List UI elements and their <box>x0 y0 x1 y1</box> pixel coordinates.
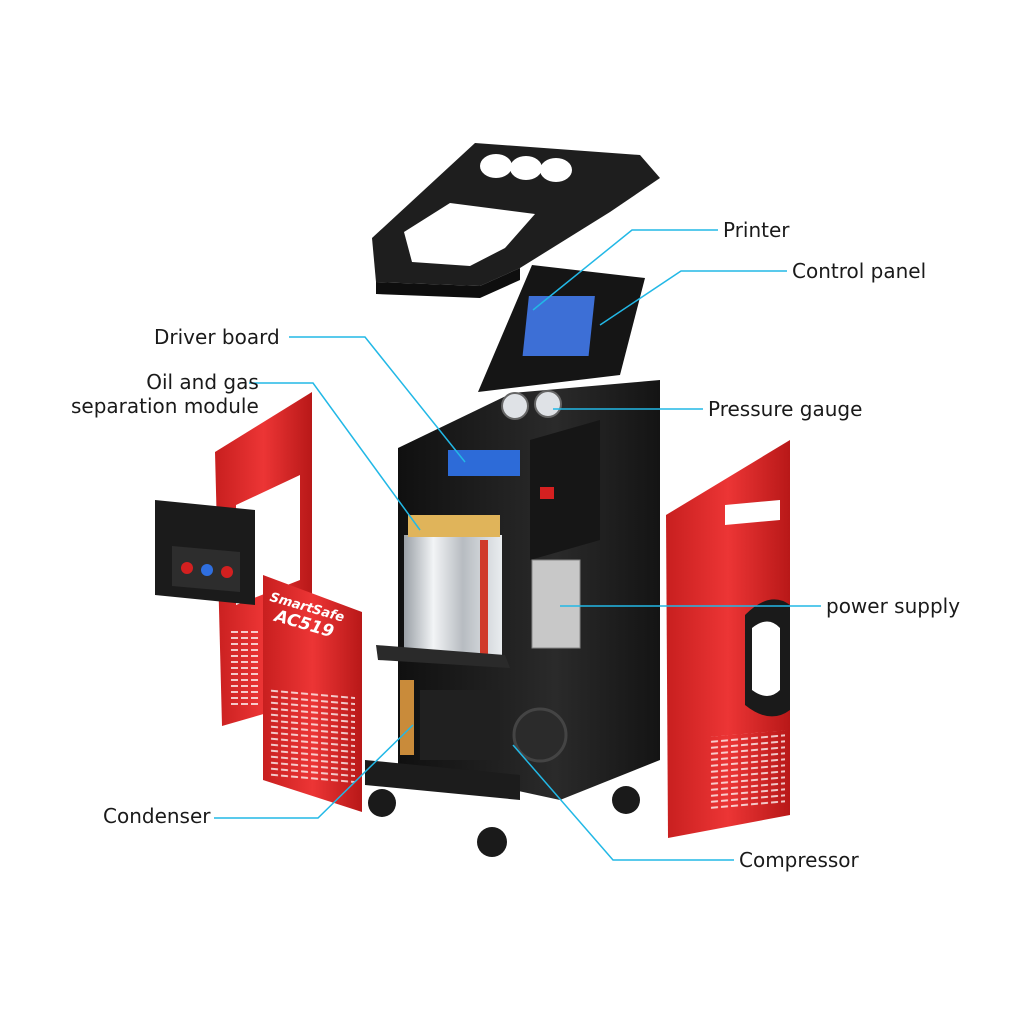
label-printer: Printer <box>723 218 790 242</box>
leader-oil-gas <box>249 382 421 531</box>
label-control-panel: Control panel <box>792 259 927 283</box>
label-power-supply: power supply <box>826 594 961 618</box>
label-pressure-gauge: Pressure gauge <box>708 397 863 421</box>
right-side-panel <box>666 440 790 838</box>
label-compressor: Compressor <box>739 848 859 872</box>
gauge-panel <box>155 500 255 605</box>
leader-compressor <box>512 744 734 861</box>
leader-driver-board <box>289 336 466 463</box>
leader-control-panel <box>599 270 787 326</box>
label-oil-gas-separation: Oil and gas separation module <box>71 370 259 418</box>
label-condenser: Condenser <box>103 804 211 828</box>
leader-condenser <box>214 724 414 819</box>
main-cabinet <box>365 265 660 857</box>
leader-printer <box>532 229 718 311</box>
leader-lines <box>214 229 821 861</box>
front-cover <box>263 575 362 812</box>
label-driver-board: Driver board <box>154 325 280 349</box>
top-bezel <box>372 143 660 298</box>
